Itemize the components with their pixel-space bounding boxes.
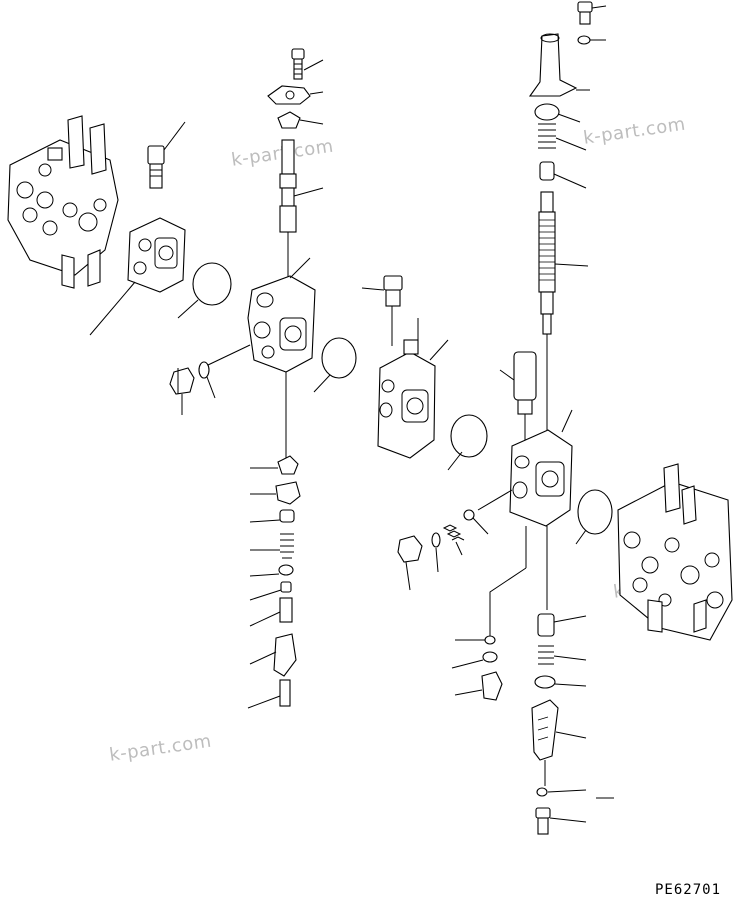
right-lower-stack xyxy=(451,613,614,835)
o-ring-left xyxy=(198,361,210,379)
control-valve-assembly-left xyxy=(7,115,119,289)
control-valve-assembly-right xyxy=(617,463,733,641)
gasket-right-2 xyxy=(577,489,613,535)
plug-left xyxy=(169,367,195,415)
right-spool-stack xyxy=(528,1,607,430)
check-valve-parts xyxy=(397,509,489,591)
center-lower-stack xyxy=(247,455,301,709)
gasket-left-1 xyxy=(192,262,232,306)
relief-valve-small xyxy=(147,121,186,189)
gasket-center xyxy=(321,337,357,379)
valve-section-block-right xyxy=(477,409,573,640)
drawing-code: PE62701 xyxy=(655,882,722,898)
pressure-switch xyxy=(361,275,403,346)
center-spool-stack xyxy=(247,48,324,460)
valve-section-block-left xyxy=(89,217,186,336)
valve-section-block-center xyxy=(377,318,449,459)
gasket-right-1 xyxy=(450,414,488,458)
solenoid-valve xyxy=(499,351,537,440)
